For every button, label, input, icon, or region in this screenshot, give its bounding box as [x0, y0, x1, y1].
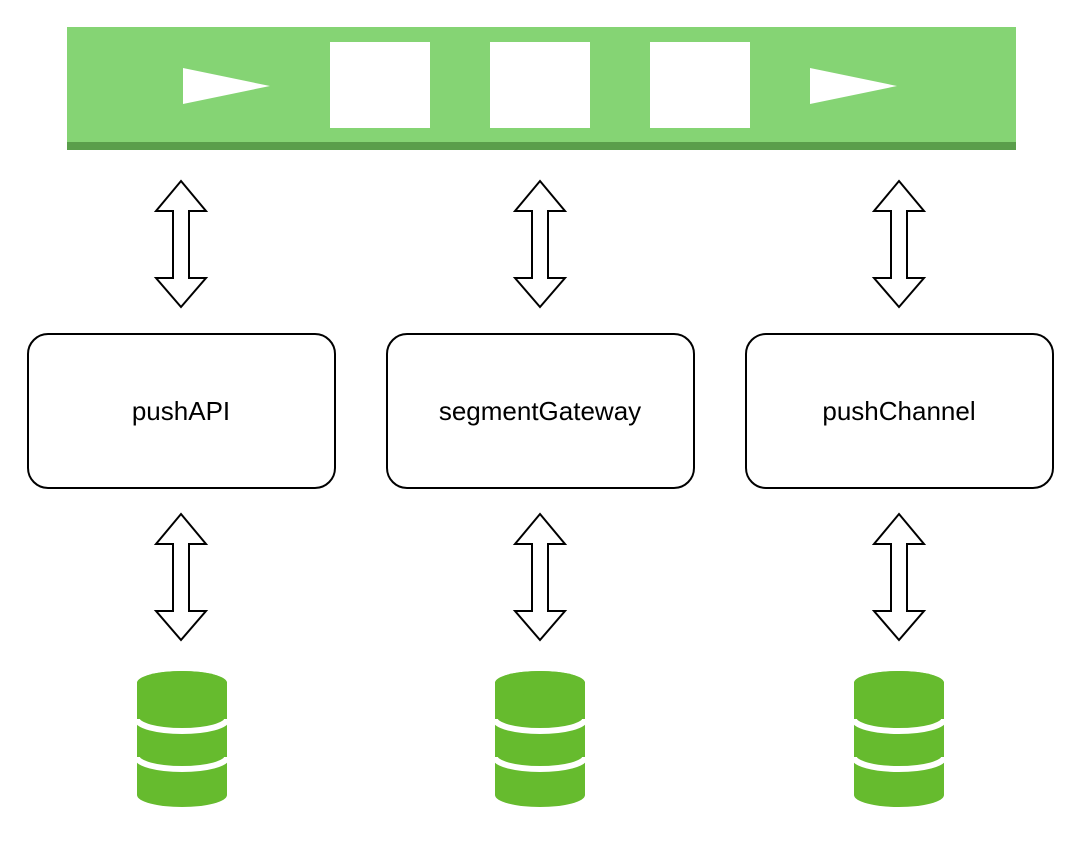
service-column-segmentgateway: segmentGateway [386, 179, 695, 807]
database-icon [134, 671, 230, 807]
bidirectional-arrow-icon [512, 179, 568, 309]
service-label-segmentgateway: segmentGateway [439, 396, 641, 426]
queue-bar-edge [67, 142, 1016, 150]
service-label-pushchannel: pushChannel [822, 396, 975, 426]
bidirectional-arrow-icon [153, 512, 209, 642]
queue-message-3 [650, 42, 750, 128]
database-icon [492, 671, 588, 807]
queue-flow-arrow-right [810, 68, 897, 104]
queue-message-2 [490, 42, 590, 128]
service-column-pushchannel: pushChannel [745, 179, 1054, 807]
service-box-pushapi [27, 333, 336, 489]
service-label-pushapi: pushAPI [132, 396, 230, 426]
bidirectional-arrow-icon [871, 512, 927, 642]
bidirectional-arrow-icon [512, 512, 568, 642]
database-icon [851, 671, 947, 807]
service-box-pushchannel [745, 333, 1054, 489]
queue-message-1 [330, 42, 430, 128]
message-queue [67, 27, 1016, 150]
queue-flow-arrow-left [183, 68, 270, 104]
bidirectional-arrow-icon [153, 179, 209, 309]
service-column-pushapi: pushAPI [27, 179, 336, 807]
service-box-segmentgateway [386, 333, 695, 489]
bidirectional-arrow-icon [871, 179, 927, 309]
